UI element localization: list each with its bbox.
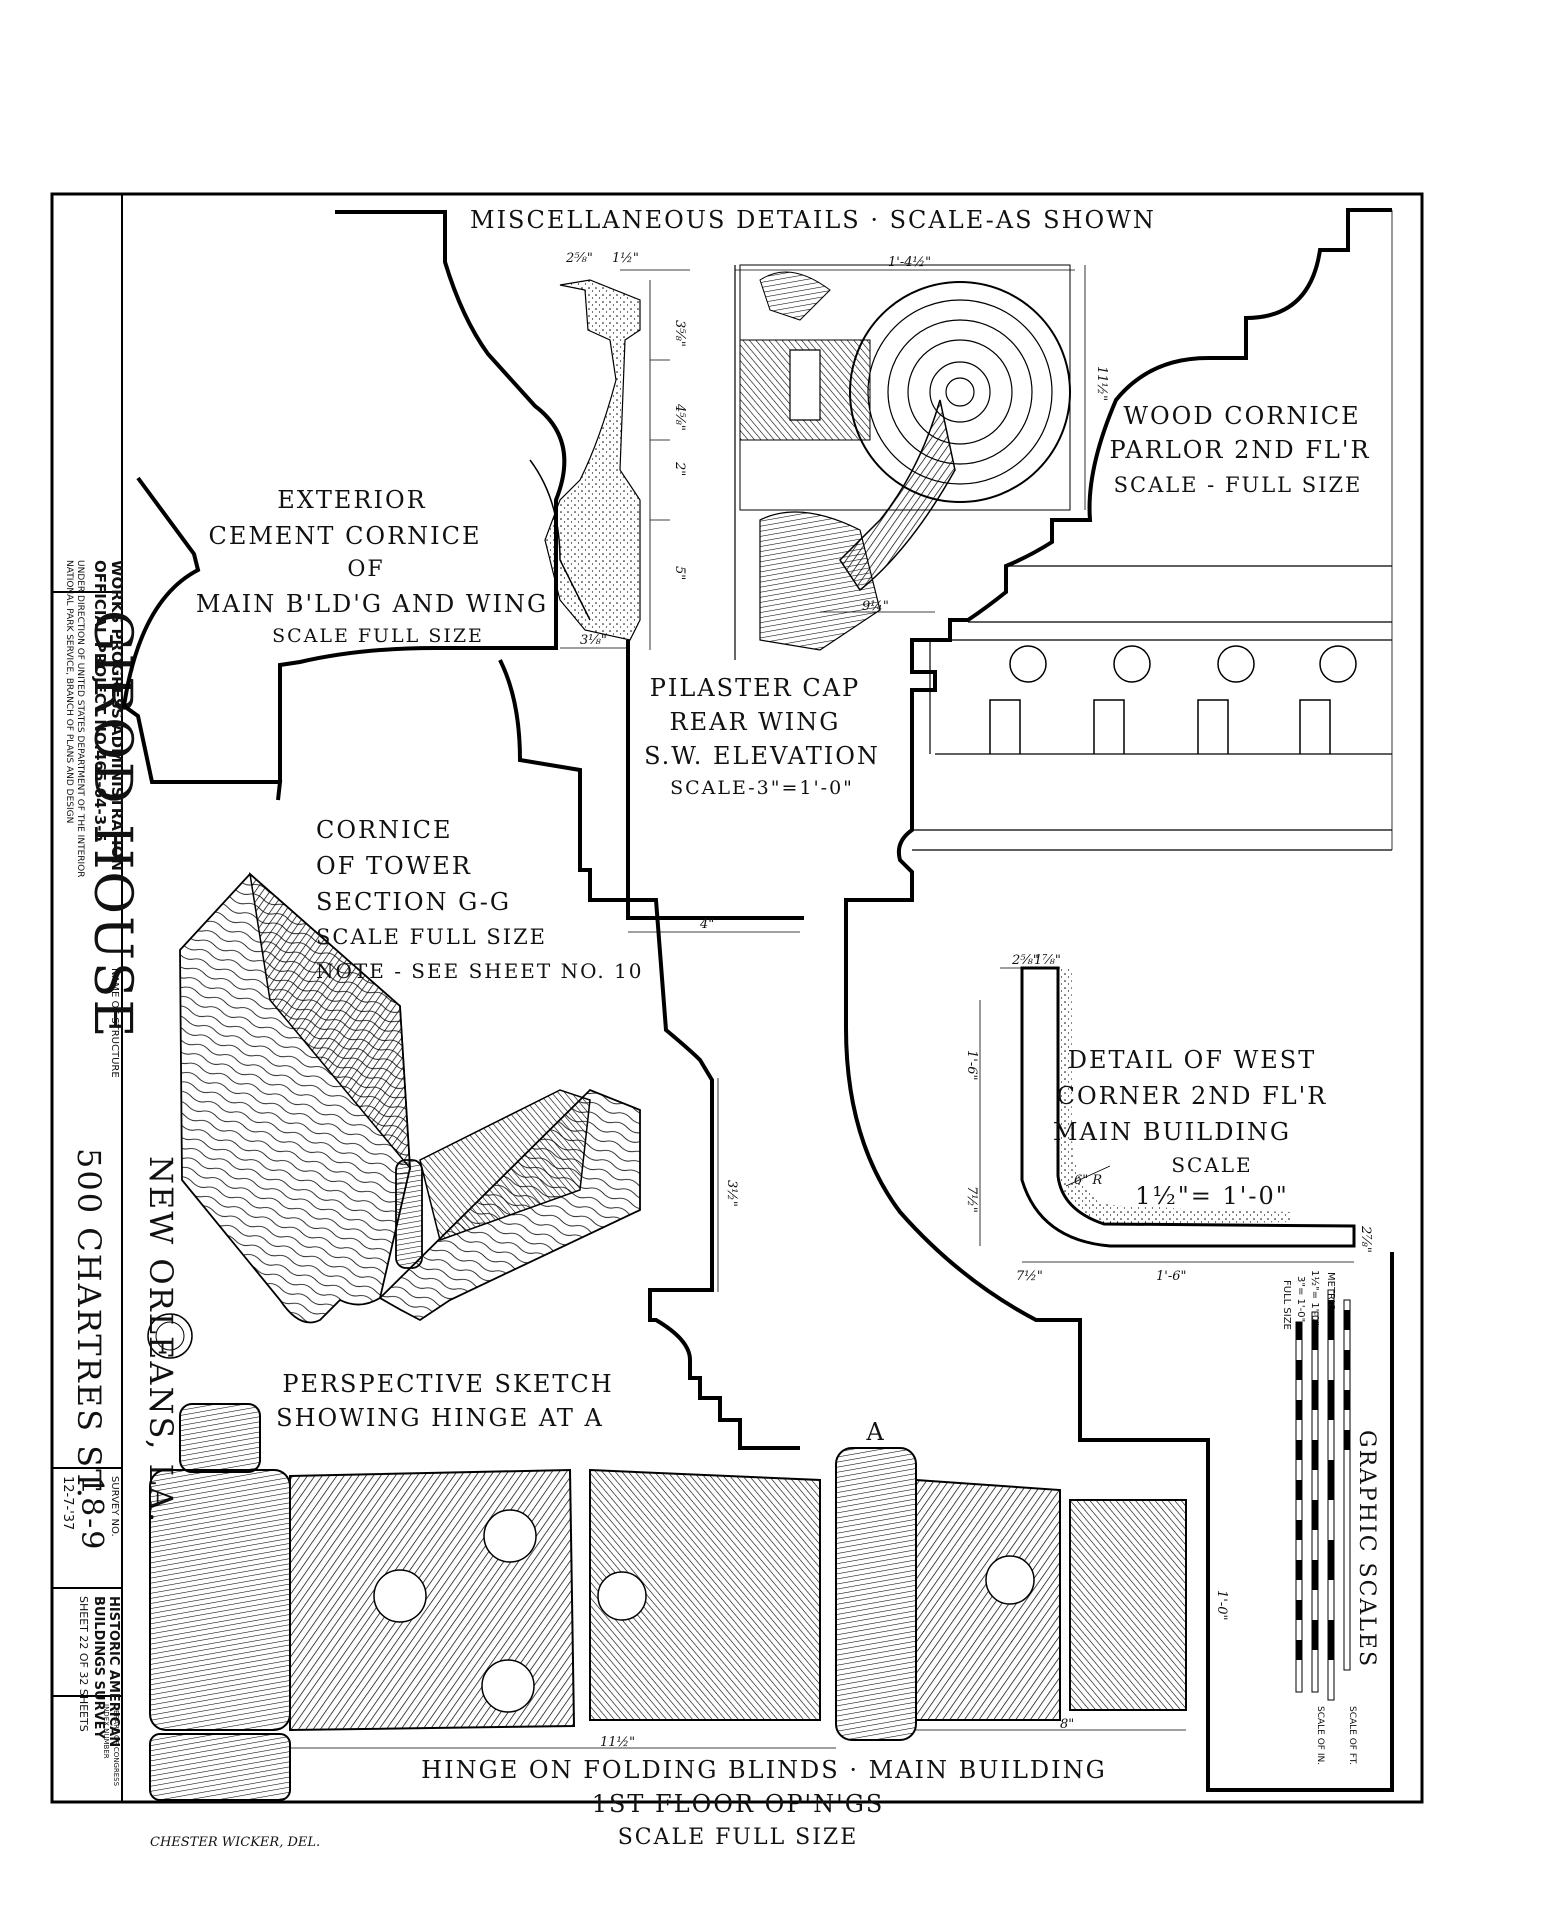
wpa-line-2: OFFICIAL PROJECT NO.465-64-3-5 <box>91 560 109 842</box>
lower-cornice-profile <box>844 1027 1394 1792</box>
pilaster-dim-top-a: 2⅝" <box>565 251 593 266</box>
wood-cornice-line-3: SCALE - FULL SIZE <box>1114 473 1363 497</box>
pilaster-cap-line-1: PILASTER CAP <box>650 674 860 702</box>
scales-legend-1: 1½"= 1'-0" <box>1309 1270 1321 1326</box>
wood-cornice-label: WOOD CORNICE PARLOR 2ND FL'R SCALE - FUL… <box>1109 402 1370 497</box>
cornice-tower-line-4: SCALE FULL SIZE <box>316 925 547 949</box>
pilaster-cap-drawing <box>529 264 1086 660</box>
survey-date: 12-7-'37 <box>60 1476 75 1530</box>
tower-cornice-profile <box>498 659 800 1450</box>
corner-dim-v1: 1'-6" <box>964 1050 979 1081</box>
pilaster-cap-line-3: S.W. ELEVATION <box>644 742 880 770</box>
pilaster-dim-v4: 5" <box>672 566 687 580</box>
hinge-line-1: HINGE ON FOLDING BLINDS · MAIN BUILDING <box>421 1756 1107 1784</box>
exterior-cornice-profile <box>121 210 567 801</box>
name-of-structure-caption: NAME OF STRUCTURE <box>109 968 120 1078</box>
perspective-sketch <box>179 872 641 1324</box>
survey-number: 18-9 <box>74 1476 109 1551</box>
cornice-tower-label: CORNICE OF TOWER SECTION G-G SCALE FULL … <box>316 816 644 983</box>
hinge-line-2: 1ST FLOOR OP'N'GS <box>592 1790 885 1818</box>
loc-line-1: LIBRARY OF CONGRESS <box>112 1704 120 1787</box>
hinge-dim-leaf: 8" <box>1060 1717 1074 1732</box>
graphic-scales-bars <box>1295 1289 1351 1701</box>
west-corner-line-1: DETAIL OF WEST <box>1068 1046 1316 1074</box>
west-corner-line-5: 1½"= 1'-0" <box>1135 1182 1289 1210</box>
exterior-cornice-label: EXTERIOR CEMENT CORNICE OF MAIN B'LD'G A… <box>196 486 548 647</box>
pilaster-dim-right: 11½" <box>1094 366 1109 401</box>
pilaster-dim-width: 1'-4½" <box>888 255 931 270</box>
exterior-cornice-line-3: OF <box>347 557 384 582</box>
perspective-label: PERSPECTIVE SKETCH SHOWING HINGE AT A <box>276 1370 613 1432</box>
tower-cornice-left-edge <box>626 640 804 920</box>
exterior-cornice-line-4: MAIN B'LD'G AND WING <box>196 590 548 618</box>
pilaster-dim-v2: 4⅝" <box>672 403 687 431</box>
pilaster-dim-v3: 2" <box>672 461 687 476</box>
cornice-tower-line-5: NOTE - SEE SHEET NO. 10 <box>316 959 644 983</box>
wood-cornice-line-1: WOOD CORNICE <box>1123 402 1360 430</box>
corner-dim-h1: 7½" <box>1016 1269 1043 1284</box>
pilaster-cap-line-4: SCALE-3"=1'-0" <box>670 777 854 799</box>
pilaster-cap-label: PILASTER CAP REAR WING S.W. ELEVATION SC… <box>644 674 880 799</box>
sheet-title: MISCELLANEOUS DETAILS · SCALE-AS SHOWN <box>470 206 1156 234</box>
perspective-line-1: PERSPECTIVE SKETCH <box>282 1370 613 1398</box>
corner-dim-top-b: 1⅞" <box>1034 953 1061 968</box>
structure-name: GIROD HOUSE <box>82 610 142 1039</box>
corner-dim-top-a: 2⅝" <box>1011 953 1039 968</box>
west-corner-drawing <box>979 966 1356 1263</box>
graphic-scales-title: GRAPHIC SCALES <box>1354 1430 1379 1668</box>
hinge-label: HINGE ON FOLDING BLINDS · MAIN BUILDING … <box>421 1756 1107 1850</box>
pilaster-dim-bottom: 9¼" <box>862 599 889 614</box>
exterior-cornice-line-2: CEMENT CORNICE <box>208 522 481 550</box>
pilaster-dim-v1: 3⅝" <box>672 320 687 347</box>
corner-dim-radius: 6" R <box>1074 1173 1102 1188</box>
loc-line-2: INDEX NUMBER <box>102 1704 110 1759</box>
wood-dim-foot: 1'-0" <box>1214 1590 1229 1621</box>
wpa-line-3: UNDER DIRECTION OF UNITED STATES DEPARTM… <box>75 560 85 878</box>
scales-legend-3: FULL SIZE <box>1281 1280 1292 1330</box>
pilaster-cap-line-2: REAR WING <box>670 708 841 736</box>
hinge-drawing <box>149 1403 1209 1801</box>
pilaster-dim-base: 3⅛" <box>580 633 607 648</box>
wpa-line-1: WORKS PROGRESS ADMINISTRATION <box>108 560 126 871</box>
west-corner-line-4: SCALE <box>1171 1153 1252 1177</box>
survey-number-caption: SURVEY NO. <box>109 1476 120 1537</box>
address-line-1: 500 CHARTRES ST. <box>70 1148 108 1500</box>
corner-dim-v2: 7½" <box>964 1186 979 1213</box>
wpa-line-4: NATIONAL PARK SERVICE, BRANCH OF PLANS A… <box>64 560 74 823</box>
habs-line-2: BUILDINGS SURVEY <box>91 1596 106 1740</box>
hinge-line-3: SCALE FULL SIZE <box>618 1825 859 1850</box>
sheet-border <box>50 192 1424 1804</box>
wood-cornice-drawing <box>844 208 1393 1028</box>
perspective-line-2: SHOWING HINGE AT A <box>276 1404 604 1432</box>
habs-line-1: HISTORIC AMERICAN <box>106 1596 121 1747</box>
title-block: WORKS PROGRESS ADMINISTRATION OFFICIAL P… <box>60 560 180 1787</box>
cornice-tower-line-1: CORNICE <box>316 816 452 844</box>
scales-foot-ft: SCALE OF FT. <box>1347 1706 1357 1765</box>
tower-dim-height: 3½" <box>724 1180 739 1207</box>
scales-foot-in: SCALE OF IN. <box>1315 1706 1325 1765</box>
address-line-2: NEW ORLEANS, LA. <box>142 1156 180 1524</box>
corner-dim-small: 2⅞" <box>1358 1225 1373 1253</box>
scales-legend-2: 3"= 1'-0" <box>1295 1276 1306 1322</box>
hinge-dim-length: 11½" <box>600 1735 635 1750</box>
west-corner-label: DETAIL OF WEST CORNER 2ND FL'R MAIN BUIL… <box>1053 1046 1328 1210</box>
corner-dim-h2: 1'-6" <box>1156 1269 1187 1284</box>
seal-stamp <box>147 1313 193 1359</box>
exterior-cornice-line-1: EXTERIOR <box>277 486 426 514</box>
draftsman-signature: CHESTER WICKER, DEL. <box>150 1835 320 1850</box>
cornice-tower-line-3: SECTION G-G <box>316 888 511 916</box>
wood-cornice-line-2: PARLOR 2ND FL'R <box>1109 436 1370 464</box>
west-corner-line-2: CORNER 2ND FL'R <box>1057 1082 1328 1110</box>
point-a-label: A <box>865 1418 885 1446</box>
west-corner-line-3: MAIN BUILDING <box>1053 1118 1291 1146</box>
tower-dim-width: 4" <box>699 917 714 932</box>
sheet-info: SHEET 22 OF 32 SHEETS <box>77 1596 90 1732</box>
cornice-tower-line-2: OF TOWER <box>316 852 472 880</box>
pilaster-dim-top-b: 1½" <box>612 251 639 266</box>
scales-legend-metric: METRIC <box>1325 1272 1336 1310</box>
exterior-cornice-line-5: SCALE FULL SIZE <box>272 625 484 647</box>
